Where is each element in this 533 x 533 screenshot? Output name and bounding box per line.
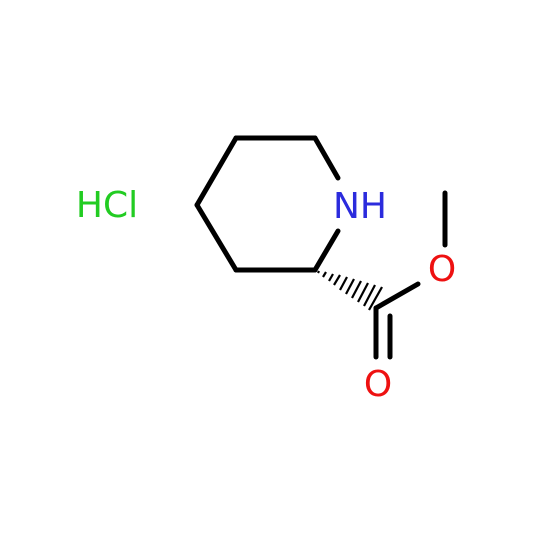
bond-n-c6: [312, 135, 341, 181]
piperidine-ring: [194, 135, 341, 273]
ester-oxygen-label: O: [428, 249, 456, 290]
ester-bonds: [373, 190, 448, 360]
hcl-label: HCl: [76, 185, 138, 226]
nh-atom-label: NH: [333, 186, 387, 227]
bond-c-o-single: [373, 281, 421, 311]
carbonyl-oxygen-label: O: [364, 364, 392, 405]
bond-c2-n: [312, 228, 341, 273]
bond-c4-c3: [194, 202, 239, 273]
hashed-wedge-bond: [317, 270, 383, 311]
bond-c5-c4: [194, 135, 239, 208]
